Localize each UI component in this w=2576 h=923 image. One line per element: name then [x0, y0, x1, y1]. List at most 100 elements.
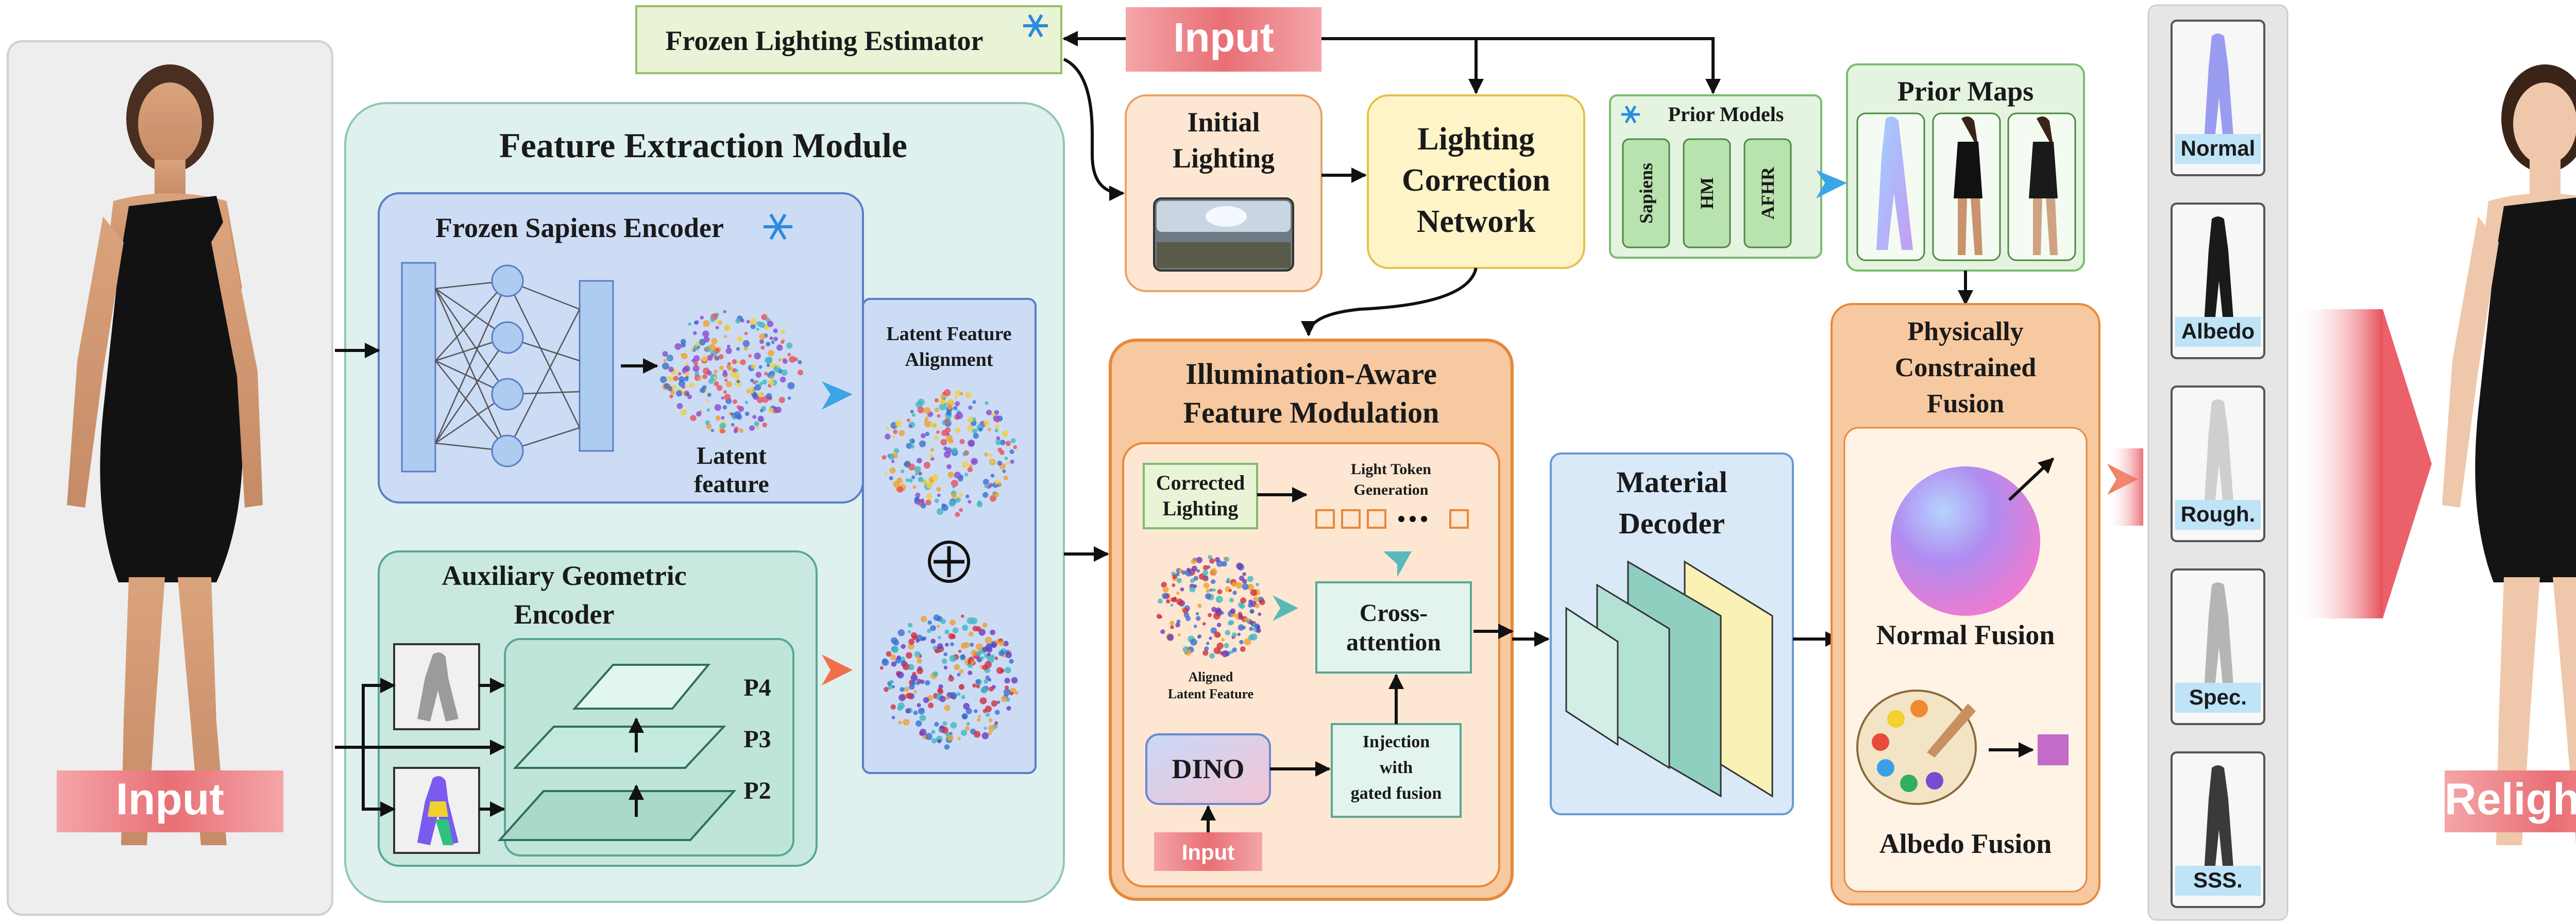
- blue-chevron-icon: [1816, 170, 1847, 198]
- svg-text:Lighting: Lighting: [1417, 122, 1534, 157]
- svg-text:Network: Network: [1417, 204, 1536, 239]
- svg-text:Constrained: Constrained: [1895, 353, 2037, 382]
- svg-text:Light Token: Light Token: [1351, 461, 1431, 478]
- svg-text:Normal Fusion: Normal Fusion: [1876, 619, 2055, 650]
- svg-text:Encoder: Encoder: [514, 599, 615, 630]
- output-label: Albedo: [2181, 319, 2255, 343]
- svg-text:Feature Modulation: Feature Modulation: [1183, 396, 1439, 429]
- svg-text:P4: P4: [743, 674, 771, 701]
- svg-text:attention: attention: [1346, 629, 1441, 656]
- light-token-squares: [1315, 509, 1469, 529]
- svg-text:Alignment: Alignment: [905, 349, 993, 371]
- plus-circle-icon: [928, 541, 970, 583]
- svg-text:Prior Maps: Prior Maps: [1897, 76, 2033, 107]
- svg-text:Initial: Initial: [1187, 107, 1260, 138]
- feature-extraction-module: Feature Extraction Module Frozen Sapiens…: [344, 102, 1065, 903]
- auxiliary-geometric-encoder: Auxiliary Geometric Encoder P4 P3: [378, 550, 818, 867]
- frozen-sapiens-encoder: Frozen Sapiens Encoder: [378, 192, 864, 504]
- svg-text:Feature Extraction Module: Feature Extraction Module: [499, 126, 907, 165]
- palette-icon: [1856, 690, 1977, 805]
- input-label-top-box: Input: [1126, 7, 1321, 72]
- output-label: Rough.: [2181, 502, 2256, 526]
- svg-text:Material: Material: [1616, 465, 1727, 499]
- svg-text:gated fusion: gated fusion: [1351, 784, 1442, 803]
- modulation-input-box: Input: [1154, 832, 1262, 871]
- svg-text:Physically: Physically: [1907, 317, 2023, 346]
- aligned-latent-feature-cloud: [1156, 555, 1265, 659]
- feature-pyramid-layers: [497, 664, 737, 841]
- output-label-band: [2175, 866, 2261, 896]
- svg-text:Illumination-Aware: Illumination-Aware: [1185, 357, 1437, 391]
- svg-text:Input: Input: [1173, 14, 1274, 60]
- svg-text:Lighting: Lighting: [1163, 497, 1239, 520]
- person-figure-right: [2442, 64, 2576, 845]
- corrected-lighting-box: Corrected Lighting: [1143, 463, 1258, 529]
- svg-text:DINO: DINO: [1172, 753, 1244, 784]
- output-label-band: [2175, 683, 2261, 713]
- snowflake-icon: [1023, 14, 1048, 38]
- svg-text:Frozen Lighting Estimator: Frozen Lighting Estimator: [666, 25, 984, 56]
- input-photo-panel: Input: [7, 40, 333, 916]
- alignment-cloud-top: [882, 389, 1018, 517]
- relighting-output-panel: Relighting: [2442, 64, 2576, 845]
- output-figure: [2204, 399, 2234, 515]
- svg-text:P3: P3: [743, 726, 771, 753]
- svg-text:Corrected: Corrected: [1156, 471, 1245, 494]
- output-label: SSS.: [2193, 868, 2243, 892]
- illumination-aware-feature-modulation: Illumination-Aware Feature Modulation Co…: [1109, 339, 1514, 901]
- svg-text:with: with: [1380, 758, 1413, 777]
- svg-text:Decoder: Decoder: [1619, 507, 1725, 540]
- teal-chevron-icon: [1273, 595, 1298, 621]
- injection-gated-fusion-box: Injection with gated fusion: [1331, 723, 1462, 818]
- input-label-left: Input: [116, 775, 224, 824]
- aux-thumbnail-grey: [393, 643, 480, 730]
- person-figure-left: [67, 64, 263, 845]
- frozen-lighting-estimator: Frozen Lighting Estimator: [635, 5, 1062, 74]
- initial-lighting: Initial Lighting: [1125, 94, 1323, 292]
- output-figure: [2204, 33, 2234, 149]
- svg-text:Aligned: Aligned: [1189, 669, 1233, 684]
- svg-text:Auxiliary Geometric: Auxiliary Geometric: [442, 560, 686, 591]
- svg-text:Prior Models: Prior Models: [1668, 103, 1784, 126]
- lighting-correction-network: Lighting Correction Network: [1367, 94, 1585, 269]
- svg-text:Lighting: Lighting: [1173, 143, 1275, 174]
- prior-models: Prior Models Sapiens HM AFHR: [1609, 94, 1822, 259]
- svg-text:Frozen Sapiens Encoder: Frozen Sapiens Encoder: [435, 212, 724, 243]
- svg-text:Albedo Fusion: Albedo Fusion: [1879, 828, 2052, 859]
- teal-chevron-icon: [1383, 551, 1412, 577]
- snowflake-icon: [1621, 105, 1640, 124]
- snowflake-icon: [764, 213, 792, 240]
- svg-text:Input: Input: [1182, 840, 1235, 864]
- alignment-cloud-bottom: [879, 614, 1019, 750]
- output-figure: [2204, 216, 2234, 332]
- output-label-band: [2175, 500, 2261, 530]
- normal-sphere: [1891, 466, 2040, 616]
- latent-feature-alignment: Latent Feature Alignment: [862, 298, 1037, 774]
- svg-text:Latent: Latent: [697, 442, 767, 469]
- output-figure: [2204, 765, 2234, 881]
- svg-text:Fusion: Fusion: [1927, 389, 2004, 418]
- svg-text:P2: P2: [743, 777, 771, 804]
- svg-text:Latent Feature: Latent Feature: [886, 323, 1011, 345]
- environment-map-image: [1153, 197, 1294, 272]
- output-label: Normal: [2181, 136, 2256, 160]
- cross-attention-box: Cross- attention: [1315, 581, 1472, 674]
- red-chevron-icon: [822, 655, 853, 685]
- svg-text:AFHR: AFHR: [1757, 166, 1778, 220]
- aux-thumbnail-color: [393, 767, 480, 854]
- svg-text:Generation: Generation: [1354, 481, 1429, 498]
- albedo-swatch: [2038, 734, 2069, 765]
- fusion-to-outputs-arrow: [2107, 448, 2143, 526]
- svg-text:Sapiens: Sapiens: [1636, 163, 1656, 224]
- dino-box: DINO: [1145, 733, 1271, 805]
- svg-text:feature: feature: [694, 471, 769, 498]
- output-label-band: [2175, 317, 2261, 347]
- big-red-arrow: [2295, 309, 2383, 618]
- latent-feature-cloud: [660, 310, 803, 434]
- output-figure: [2204, 582, 2234, 698]
- material-decoder: Material Decoder: [1550, 452, 1794, 815]
- prior-maps: Prior Maps: [1846, 63, 2085, 272]
